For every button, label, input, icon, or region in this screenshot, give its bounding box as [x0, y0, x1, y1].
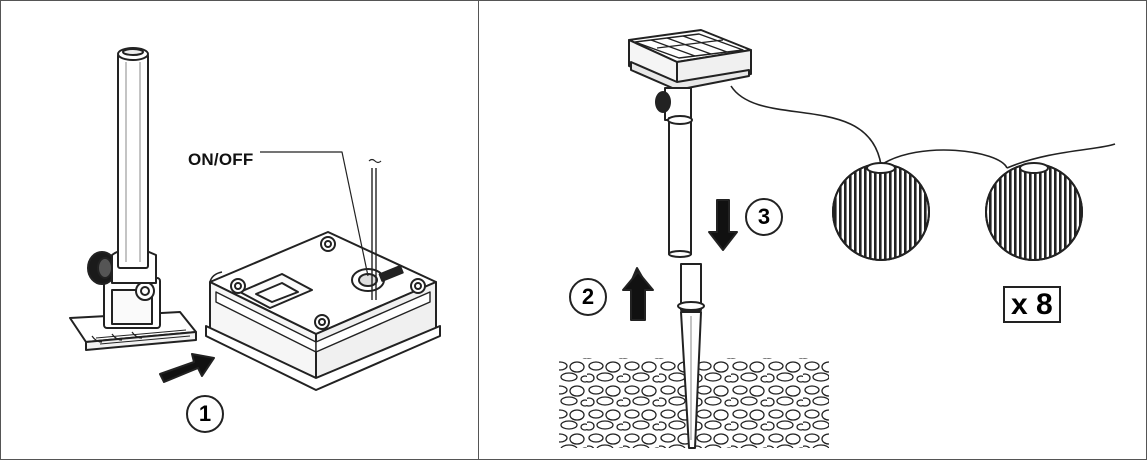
- solar-panel: [628, 29, 752, 91]
- tube: [117, 47, 149, 269]
- lantern-2: [985, 162, 1083, 261]
- assembly-illustration: [69, 47, 441, 391]
- step-1-badge: 1: [186, 395, 224, 433]
- on-off-leader: [260, 151, 369, 277]
- stake: [677, 263, 705, 449]
- panel-assembly: ON/OFF 1: [0, 0, 478, 460]
- lantern-1: [832, 162, 930, 261]
- step-3-badge: 3: [745, 198, 783, 236]
- on-off-label: ON/OFF: [188, 150, 254, 169]
- battery-box: [205, 231, 441, 391]
- cable: [730, 85, 1116, 169]
- pole: [655, 87, 693, 258]
- quantity-label: x 8: [1003, 286, 1061, 323]
- installation-illustration: [559, 29, 1116, 449]
- step-2-badge: 2: [569, 278, 607, 316]
- panel-installation: 2 3 x 8: [478, 0, 1147, 460]
- insert-arrow: [159, 353, 215, 383]
- arrow-up: [622, 271, 654, 321]
- arrow-down: [708, 199, 738, 251]
